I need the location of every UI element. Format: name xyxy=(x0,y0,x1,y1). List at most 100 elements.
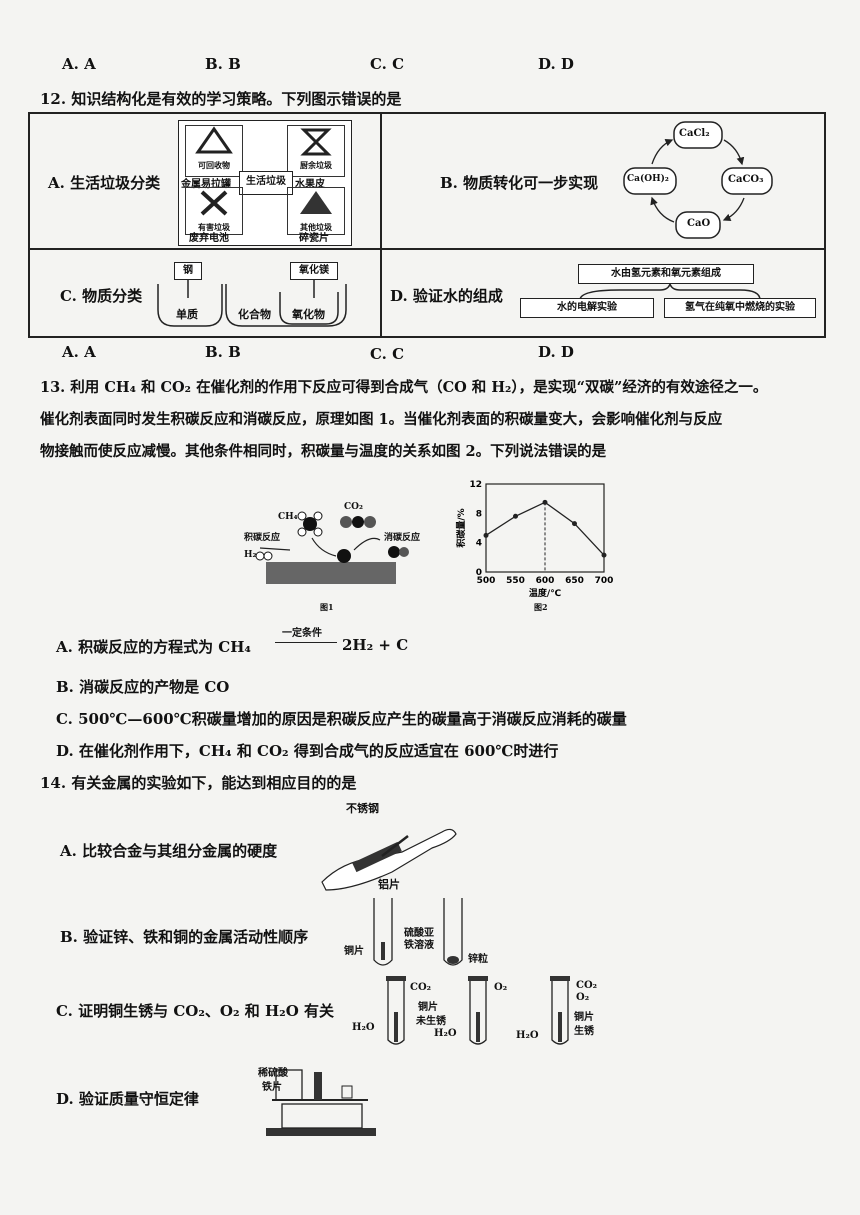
prev-option-c: C. C xyxy=(370,55,405,73)
reaction-line xyxy=(275,642,337,643)
label-cu-b: 铜片 xyxy=(344,946,364,957)
data-point xyxy=(572,521,577,527)
set-element: 单质 xyxy=(176,308,198,321)
tubes-c-image xyxy=(386,976,570,1045)
q13-stem-1: 13. 利用 CH₄ 和 CO₂ 在催化剂的作用下反应可得到合成气（CO 和 H… xyxy=(40,379,768,396)
recycle-icon xyxy=(195,126,233,154)
x-tick-label: 650 xyxy=(565,576,584,586)
recyclable-bin: 可回收物 xyxy=(185,125,243,177)
bin-sign: 可回收物 xyxy=(198,160,230,170)
conclusion-box: 水由氢元素和氧元素组成 xyxy=(578,264,754,284)
fig1-caption: 图1 xyxy=(320,602,334,612)
y-tick-label: 0 xyxy=(476,568,482,578)
x-tick-label: 550 xyxy=(506,576,525,586)
label-solution: 硫酸亚 xyxy=(404,928,434,939)
combustion-box: 氢气在纯氧中燃烧的实验 xyxy=(664,298,816,318)
bin-sign: 其他垃圾 xyxy=(300,222,332,232)
q12-b-label: B. 物质转化可一步实现 xyxy=(440,174,599,192)
label-cu-rust-2: 生锈 xyxy=(574,1026,594,1037)
q12-table xyxy=(28,112,826,338)
bin-item: 水果皮 xyxy=(295,179,325,190)
label-zn: 锌粒 xyxy=(468,954,488,965)
label-acid: 稀硫酸 xyxy=(258,1068,288,1079)
label-o2-3: O₂ xyxy=(576,992,590,1003)
node-caco3: CaCO₃ xyxy=(728,174,764,185)
q12-option-d: D. D xyxy=(538,343,574,361)
y-axis-label: 积碳量/% xyxy=(455,508,467,547)
set-compound: 化合物 xyxy=(238,308,271,321)
hourglass-icon xyxy=(300,128,332,156)
item-steel: 钢 xyxy=(174,262,202,280)
y-tick-label: 4 xyxy=(476,539,482,549)
brace xyxy=(579,284,761,301)
q13-condition: 一定条件 xyxy=(282,628,322,639)
fig1-h2: H₂ xyxy=(244,550,257,560)
node-cao: CaO xyxy=(687,218,711,229)
balance-image xyxy=(266,1069,376,1136)
center-label: 生活垃圾 xyxy=(239,171,293,195)
q13-option-c: C. 500℃—600℃积碳量增加的原因是积碳反应产生的碳量高于消碳反应消耗的碳… xyxy=(56,710,627,728)
label-h2o-3: H₂O xyxy=(516,1030,539,1041)
q14-option-b: B. 验证锌、铁和铜的金属活动性顺序 xyxy=(60,928,309,946)
label-solution-2: 铁溶液 xyxy=(404,940,434,951)
q13-option-a-prefix: A. 积碳反应的方程式为 CH₄ xyxy=(56,638,251,656)
q13-option-d: D. 在催化剂作用下，CH₄ 和 CO₂ 得到合成气的反应适宜在 600℃时进行 xyxy=(56,742,559,760)
q13-option-b: B. 消碳反应的产物是 CO xyxy=(56,678,230,696)
label-cu-c: 铜片 xyxy=(418,1002,438,1013)
q14-option-a: A. 比较合金与其组分金属的硬度 xyxy=(60,842,278,860)
q13-stem-2: 催化剂表面同时发生积碳反应和消碳反应，原理如图 1。当催化剂表面的积碳量变大，会… xyxy=(40,411,723,428)
bin-sign: 厨余垃圾 xyxy=(300,160,332,170)
fig1-co2: CO₂ xyxy=(344,502,363,512)
hazardous-bin: 有害垃圾 xyxy=(185,187,243,235)
q14-option-c: C. 证明铜生锈与 CO₂、O₂ 和 H₂O 有关 xyxy=(56,1002,335,1020)
divider xyxy=(30,248,824,250)
q14-option-d: D. 验证质量守恒定律 xyxy=(56,1090,199,1108)
label-aluminum: 铝片 xyxy=(378,878,400,891)
q14-stem: 14. 有关金属的实验如下，能达到相应目的的是 xyxy=(40,774,357,792)
fig1-ch4: CH₄ xyxy=(278,512,298,522)
node-caoh2: Ca(OH)₂ xyxy=(627,174,669,184)
set-oxide: 氧化物 xyxy=(292,308,325,321)
q12-d-label: D. 验证水的组成 xyxy=(390,287,503,305)
classification-sets xyxy=(157,280,347,327)
q12-stem: 12. 知识结构化是有效的学习策略。下列图示错误的是 xyxy=(40,90,402,108)
transformation-cycle xyxy=(623,121,773,239)
label-h2o-1: H₂O xyxy=(352,1022,375,1033)
x-tick-label: 500 xyxy=(477,576,496,586)
bin-item: 碎瓷片 xyxy=(299,233,329,244)
y-tick-label: 12 xyxy=(469,480,482,490)
label-fe: 铁片 xyxy=(262,1082,282,1093)
item-mgo: 氧化镁 xyxy=(290,262,338,280)
bin-item: 金属易拉罐 xyxy=(181,179,231,190)
plot-frame xyxy=(485,483,605,573)
fig1-left-label: 积碳反应 xyxy=(244,533,281,543)
garbage-diagram: 可回收物 金属易拉罐 厨余垃圾 水果皮 生活垃圾 有害垃圾 废弃电池 其他垃圾 … xyxy=(178,120,352,246)
y-tick-label: 8 xyxy=(476,509,482,519)
bin-sign: 有害垃圾 xyxy=(198,222,230,232)
label-stainless: 不锈钢 xyxy=(346,802,379,815)
cross-icon xyxy=(200,190,228,216)
kitchen-bin: 厨余垃圾 xyxy=(287,125,345,177)
label-co2-1: CO₂ xyxy=(410,982,432,993)
prev-option-d: D. D xyxy=(538,55,574,73)
label-h2o-2: H₂O xyxy=(434,1028,457,1039)
fig2-caption: 图2 xyxy=(534,602,548,612)
label-not-rusted: 未生锈 xyxy=(416,1016,446,1027)
prev-option-a: A. A xyxy=(62,55,96,73)
q12-option-c: C. C xyxy=(370,345,405,363)
label-cu-rust-1: 铜片 xyxy=(574,1012,594,1023)
scratch-test-image xyxy=(321,828,457,891)
data-point xyxy=(542,499,548,505)
data-point xyxy=(483,532,489,538)
x-tick-label: 600 xyxy=(536,576,555,586)
electrolysis-box: 水的电解实验 xyxy=(520,298,654,318)
label-o2: O₂ xyxy=(494,982,508,993)
bin-item: 废弃电池 xyxy=(189,233,229,244)
figure-1 xyxy=(255,511,409,584)
label-co2-3: CO₂ xyxy=(576,980,598,991)
x-axis-label: 温度/℃ xyxy=(529,587,561,599)
q12-option-b: B. B xyxy=(205,343,241,361)
data-point xyxy=(601,552,607,558)
q13-option-a-suffix: 2H₂ + C xyxy=(342,636,409,654)
